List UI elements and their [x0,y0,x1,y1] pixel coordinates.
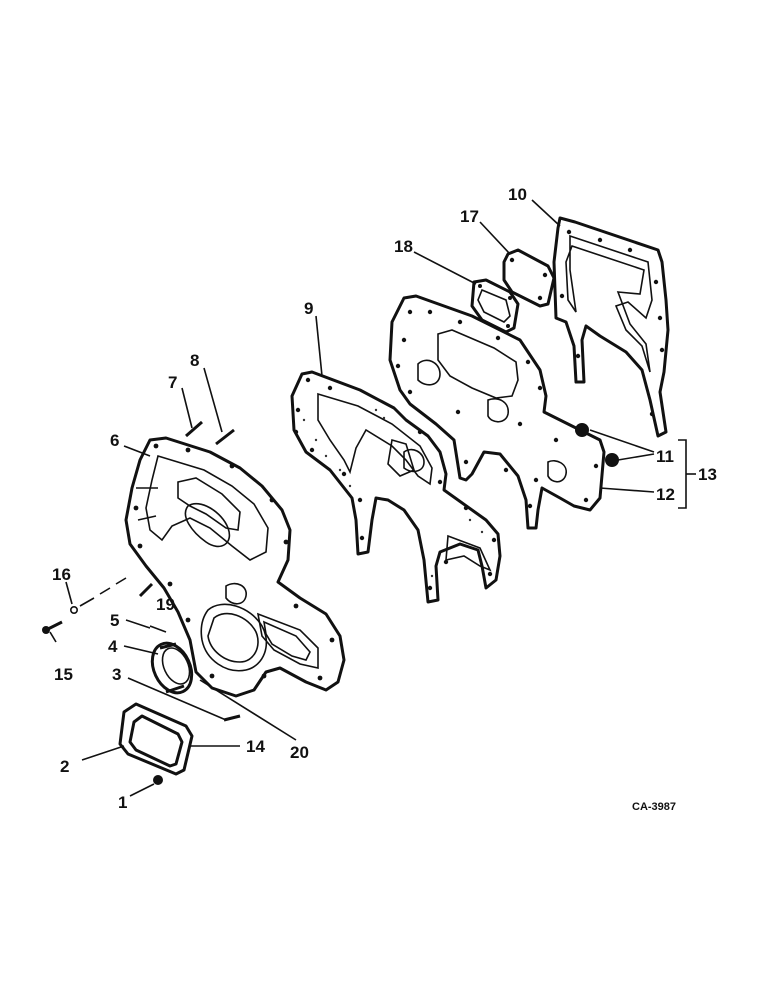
part-11-plugs [575,423,619,467]
part-1-screw [153,775,163,785]
part-4-seal [150,641,194,695]
part-10-gasket [552,216,670,438]
callout-13: 13 [698,465,717,484]
callout-14: 14 [246,737,265,756]
part-6-gear-cover [124,436,346,698]
callout-18: 18 [394,237,413,256]
callout-8: 8 [190,351,199,370]
callout-2: 2 [60,757,69,776]
part-2-gasket [128,714,184,768]
part-8-dowel [215,428,235,446]
leader-lines [49,199,696,797]
part-16-washer [70,605,79,614]
callout-1: 1 [118,793,127,812]
callout-17: 17 [460,207,479,226]
part-12-front-plate [388,294,606,530]
callout-19: 19 [156,595,175,614]
callout-3: 3 [112,665,121,684]
part-5-pin [149,625,167,633]
reference-code: CA-3987 [632,801,676,813]
callout-6: 6 [110,431,119,450]
callout-16: 16 [52,565,71,584]
part-14-cover [118,702,194,776]
callout-12: 12 [656,485,675,504]
part-17-cover-plate [502,248,556,308]
callout-20: 20 [290,743,309,762]
callout-labels: 1 2 3 4 5 6 7 8 9 10 11 12 13 14 15 16 1… [52,185,717,812]
alignment-dashes [79,577,127,607]
part-18-gasket [470,278,520,334]
part-20-strip [223,714,241,722]
callout-11: 11 [656,447,674,466]
part-9-gasket [290,370,502,604]
callout-7: 7 [168,373,177,392]
part-19-stud [138,582,154,598]
callout-5: 5 [110,611,119,630]
callout-10: 10 [508,185,527,204]
callout-4: 4 [108,637,118,656]
part-7-dowel [185,420,203,438]
part-15-bolt [42,620,63,634]
callout-15: 15 [54,665,73,684]
callout-9: 9 [304,299,313,318]
